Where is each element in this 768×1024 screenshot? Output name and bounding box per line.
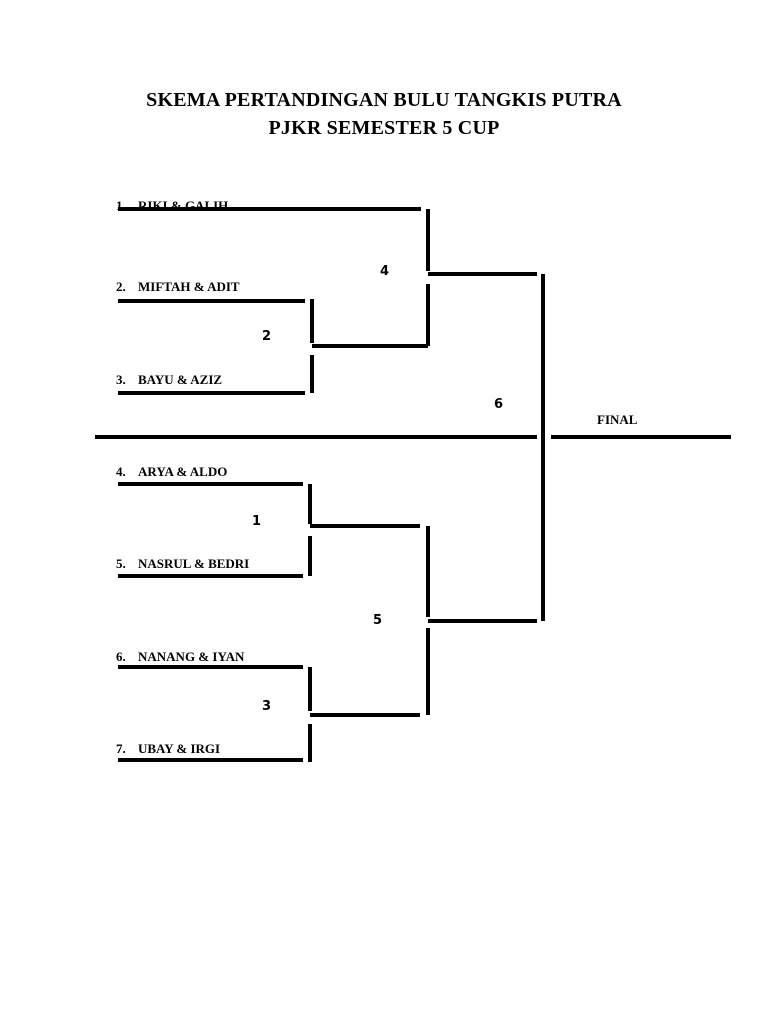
player-6-name: NANANG & IYAN	[138, 649, 245, 664]
player-2-name: MIFTAH & ADIT	[138, 279, 240, 294]
player-1-number: 1.	[116, 198, 126, 213]
match-number-3: 3	[262, 699, 272, 714]
player-2: 2. MIFTAH & ADIT	[116, 279, 240, 295]
player-6: 6. NANANG & IYAN	[116, 649, 244, 665]
player-2-number: 2.	[116, 279, 126, 294]
player-4: 4. ARYA & ALDO	[116, 464, 227, 480]
player-3-number: 3.	[116, 372, 126, 387]
player-3: 3. BAYU & AZIZ	[116, 372, 222, 388]
player-4-number: 4.	[116, 464, 126, 479]
final-label: FINAL	[597, 412, 638, 427]
player-5: 5. NASRUL & BEDRI	[116, 556, 249, 572]
match-number-2: 2	[262, 329, 272, 344]
match-number-5: 5	[373, 613, 383, 628]
player-7-name: UBAY & IRGI	[138, 741, 221, 756]
player-3-name: BAYU & AZIZ	[138, 372, 223, 387]
player-1-name: RIKI & GALIH	[138, 198, 229, 213]
player-5-name: NASRUL & BEDRI	[138, 556, 250, 571]
match-number-4: 4	[380, 264, 390, 279]
player-1: 1. RIKI & GALIH	[116, 198, 228, 214]
bracket-subtitle: PJKR SEMESTER 5 CUP	[268, 117, 500, 139]
match-number-6: 6	[494, 397, 504, 412]
player-4-name: ARYA & ALDO	[138, 464, 228, 479]
player-7-number: 7.	[116, 741, 126, 756]
player-5-number: 5.	[116, 556, 126, 571]
player-7: 7. UBAY & IRGI	[116, 741, 220, 757]
player-6-number: 6.	[116, 649, 126, 664]
bracket-title: SKEMA PERTANDINGAN BULU TANGKIS PUTRA	[146, 89, 622, 111]
match-number-1: 1	[252, 514, 262, 529]
